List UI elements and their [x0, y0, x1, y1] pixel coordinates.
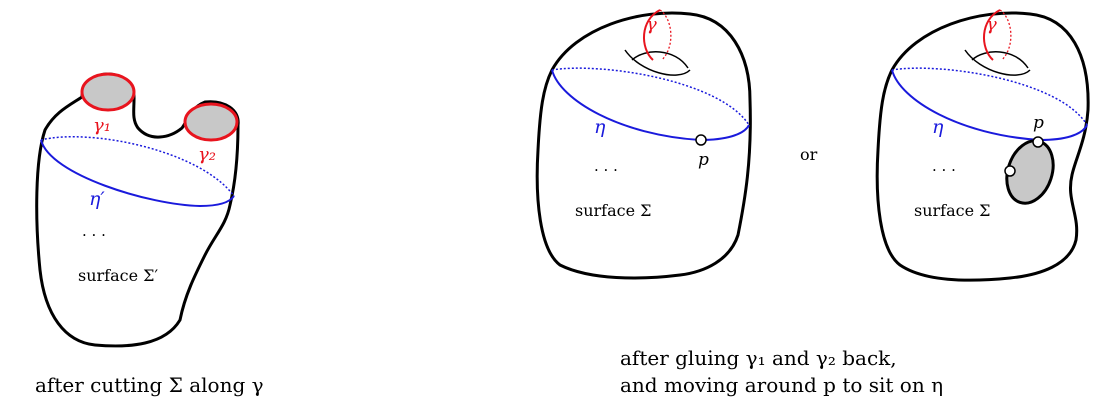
gamma2-boundary-disk	[183, 102, 239, 142]
right-caption-line1: after gluing γ₁ and γ₂ back,	[620, 346, 897, 370]
middle-eta-label: η	[594, 116, 606, 138]
middle-handle-upper	[631, 51, 689, 69]
eta-prime-curve-visible	[40, 139, 235, 208]
left-dots: · · ·	[82, 226, 106, 244]
right-handle-lower	[964, 49, 1031, 76]
left-surface-label: surface Σ′	[78, 266, 158, 285]
or-label: or	[800, 145, 818, 164]
right-eta-visible	[891, 69, 1088, 142]
eta-prime-label: η′	[89, 188, 105, 210]
middle-dots: · · ·	[594, 161, 618, 179]
middle-handle-lower	[624, 49, 691, 76]
eta-prime-curve-hidden	[40, 136, 235, 197]
left-figure: γ₁ γ₂ η′ · · · surface Σ′	[35, 72, 240, 348]
middle-figure: γ η p · · · surface Σ	[535, 9, 752, 280]
right-dots: · · ·	[932, 161, 956, 179]
right-point-on-disk	[1004, 165, 1016, 177]
middle-eta-hidden	[551, 67, 750, 126]
right-surface-label: surface Σ	[914, 201, 990, 220]
right-handle-upper	[971, 51, 1029, 69]
gamma2-label: γ₂	[198, 144, 216, 165]
middle-p-label: p	[698, 150, 709, 170]
right-eta-label: η	[932, 116, 944, 138]
right-p-label: p	[1033, 113, 1044, 133]
middle-gamma-label: γ	[646, 14, 657, 35]
left-caption: after cutting Σ along γ	[35, 373, 264, 397]
right-caption-line2: and moving around p to sit on η	[620, 373, 944, 397]
middle-surface-label: surface Σ	[575, 201, 651, 220]
middle-gamma-solid	[642, 9, 661, 61]
right-gamma-dashed	[999, 9, 1012, 61]
middle-eta-visible	[551, 69, 750, 142]
right-figure: γ η p · · · surface Σ	[875, 9, 1090, 282]
right-point-p	[1032, 136, 1044, 148]
right-surface-outline	[875, 11, 1090, 282]
gamma1-boundary-disk	[80, 72, 136, 112]
gamma1-label: γ₁	[93, 115, 111, 136]
right-gamma-solid	[982, 9, 1001, 61]
middle-point-p	[695, 134, 707, 146]
middle-surface-outline	[535, 11, 752, 280]
right-gamma-label: γ	[986, 14, 997, 35]
right-eta-hidden	[891, 67, 1088, 126]
middle-gamma-dashed	[659, 9, 672, 61]
